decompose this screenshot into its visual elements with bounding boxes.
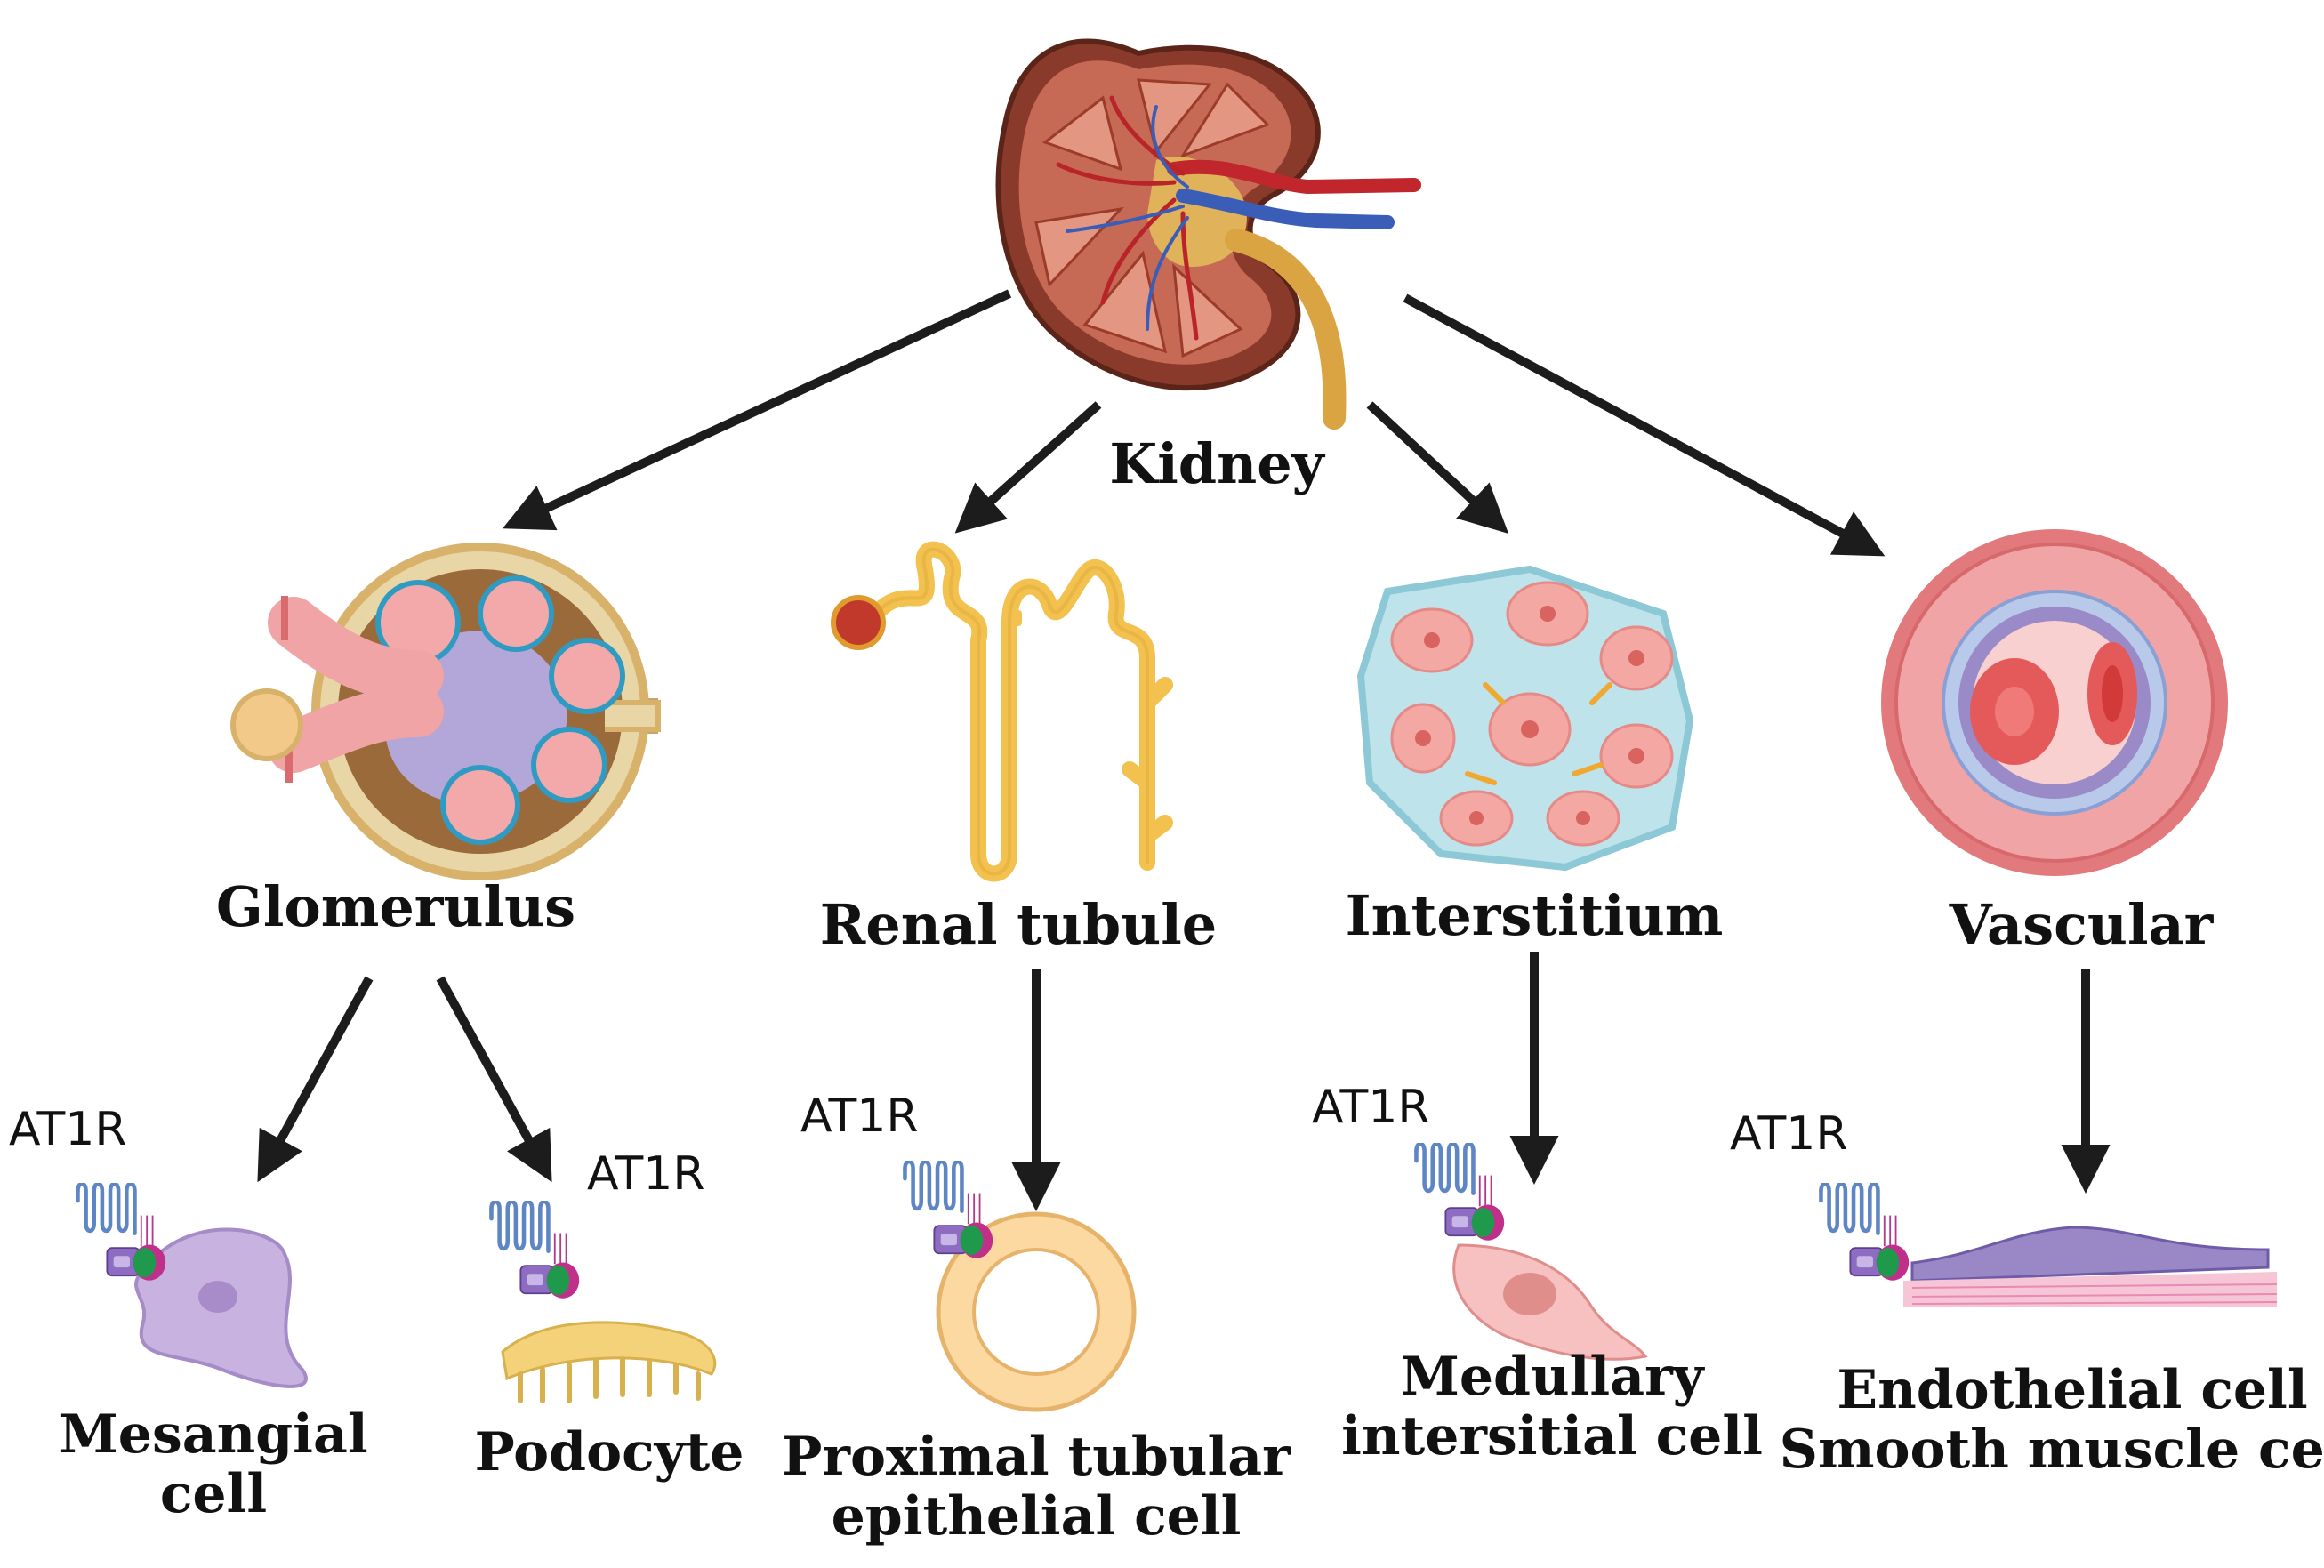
glomerulus-label: Glomerulus xyxy=(215,874,576,939)
mesangial-cell-label-line2: cell xyxy=(159,1463,268,1526)
vascular-cells-label-line2: Smooth muscle cell xyxy=(1779,1419,2324,1482)
medullary-interstitial-cell xyxy=(1452,1243,1648,1361)
at1r-receptor-podocyte xyxy=(491,1202,579,1299)
proximal-label-line1: Proximal tubular xyxy=(782,1426,1291,1488)
proximal-label-line2: epithelial cell xyxy=(831,1485,1242,1548)
at1r-label-mesangial: AT1R xyxy=(9,1103,127,1156)
kidney-illustration xyxy=(995,38,1421,430)
at1r-receptor-proximal xyxy=(905,1162,993,1258)
mesangial-cell-label-line1: Mesangial xyxy=(59,1403,368,1466)
hierarchy-arrows xyxy=(257,289,2111,1211)
at1r-receptor-mesangial xyxy=(77,1184,165,1281)
at1r-label-vascular: AT1R xyxy=(1730,1107,1848,1161)
renal-tubule-illustration xyxy=(868,541,1173,882)
vascular-cells xyxy=(1903,1226,2278,1307)
medullary-label-line1: Medullary xyxy=(1400,1346,1704,1408)
vascular-cells-label-line1: Endothelial cell xyxy=(1837,1359,2308,1421)
proximal-tubule-ring xyxy=(936,1211,1137,1412)
medullary-label-line2: intersitial cell xyxy=(1341,1405,1763,1468)
podocyte-cell xyxy=(501,1321,717,1403)
podocyte-label: Podocyte xyxy=(474,1421,744,1484)
mesangial-cell-label: Mesangial cell xyxy=(59,1403,368,1526)
interstitium-label: Interstitium xyxy=(1345,883,1724,948)
glomerulus-illustration xyxy=(230,543,661,880)
kidney-label: Kidney xyxy=(1109,431,1324,496)
at1r-label-podocyte: AT1R xyxy=(587,1147,705,1201)
renal-tubule-outline xyxy=(874,547,1149,876)
vascular-label: Vascular xyxy=(1949,892,2214,957)
vascular-illustration xyxy=(1881,529,2228,876)
at1r-receptor-medullary xyxy=(1416,1144,1504,1241)
interstitium-illustration xyxy=(1356,565,1694,872)
tubule-glomerulus-ball xyxy=(831,595,886,650)
at1r-label-medullary: AT1R xyxy=(1312,1081,1430,1134)
vascular-cells-label: Endothelial cell Smooth muscle cell xyxy=(1779,1359,2324,1482)
podocyte-label-line1: Podocyte xyxy=(474,1421,744,1484)
medullary-interstitial-label: Medullary intersitial cell xyxy=(1341,1347,1763,1467)
mesangial-cell xyxy=(134,1227,308,1388)
renal-tubule-label: Renal tubule xyxy=(819,892,1218,957)
at1r-receptor-vascular xyxy=(1821,1184,1909,1281)
at1r-label-proximal: AT1R xyxy=(800,1090,919,1143)
proximal-tubular-label: Proximal tubular epithelial cell xyxy=(782,1427,1291,1547)
